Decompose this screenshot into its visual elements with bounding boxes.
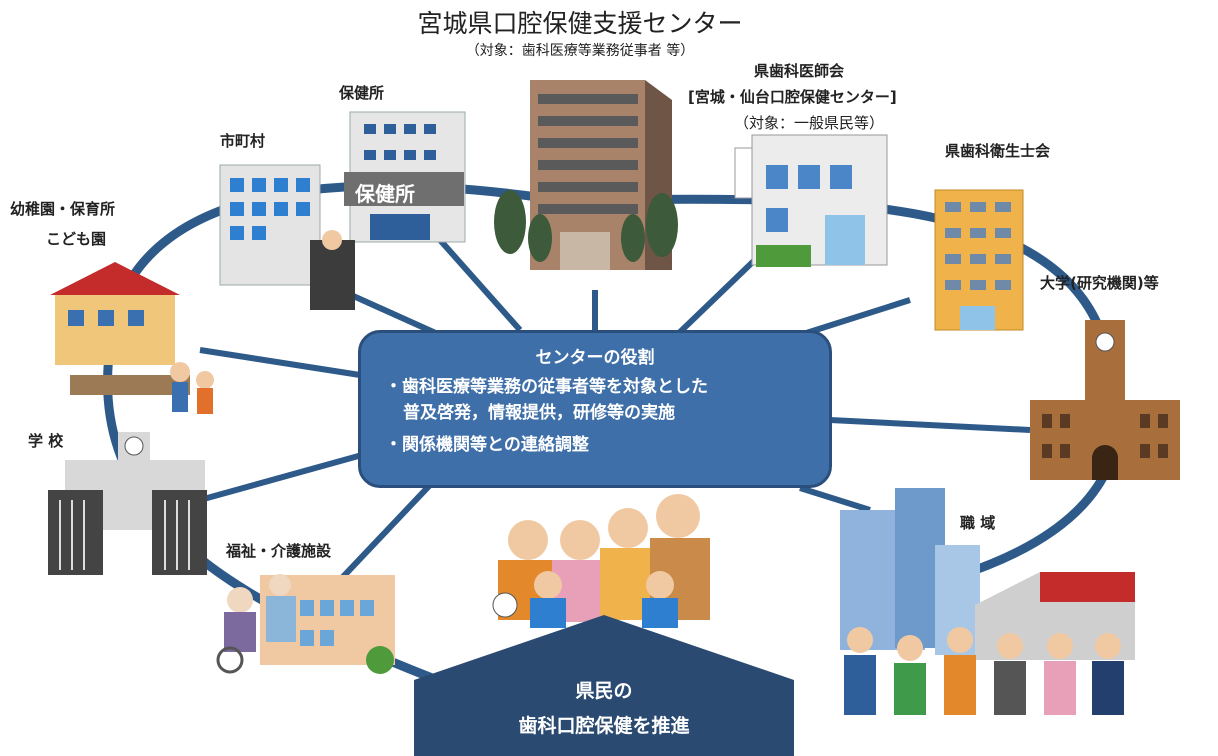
label-gakko: 学 校 bbox=[28, 432, 64, 450]
hokenjo-building bbox=[344, 111, 466, 243]
label-yochien-line2: こども園 bbox=[46, 230, 107, 248]
label-shichoson: 市町村 bbox=[220, 132, 266, 150]
school-building bbox=[48, 432, 207, 575]
spokes bbox=[199, 238, 1031, 583]
bottom-banner bbox=[414, 615, 794, 756]
center-role-heading: センターの役割 bbox=[535, 348, 655, 368]
bottom-line1: 県民の bbox=[575, 680, 633, 702]
shichoson-building bbox=[219, 164, 355, 310]
hokenjo-sign: 保健所 bbox=[355, 182, 415, 206]
center-role-box: センターの役割 ・歯科医療等業務の従事者等を対象とした 普及啓発，情報提供，研修… bbox=[358, 330, 832, 488]
label-hokenjo: 保健所 bbox=[339, 84, 385, 102]
hygienist-building bbox=[934, 189, 1024, 331]
label-shika-ishikai: 県歯科医師会 bbox=[754, 62, 845, 80]
dental-association-building bbox=[734, 134, 888, 267]
workplace-buildings bbox=[840, 488, 1135, 715]
center-building bbox=[494, 80, 678, 270]
label-daigaku: 大学(研究機関)等 bbox=[1040, 274, 1159, 292]
family-illustration bbox=[492, 494, 710, 628]
center-role-item-1-line1: ・歯科医療等業務の従事者等を対象とした bbox=[385, 377, 708, 397]
welfare-building bbox=[216, 574, 395, 674]
center-role-item-1-line2: 普及啓発，情報提供，研修等の実施 bbox=[403, 403, 675, 423]
center-role-item-2: ・関係機関等との連絡調整 bbox=[385, 432, 829, 458]
page-title: 宮城県口腔保健支援センター bbox=[417, 9, 743, 38]
center-role-item-1: ・歯科医療等業務の従事者等を対象とした 普及啓発，情報提供，研修等の実施 bbox=[385, 374, 829, 426]
label-shika-ishikai-target: （対象：一般県民等） bbox=[734, 114, 885, 132]
label-shika-ishikai-sub: [宮城・仙台口腔保健センター] bbox=[688, 88, 897, 106]
kindergarten-building bbox=[50, 262, 214, 414]
center-role-item-2-line1: ・関係機関等との連絡調整 bbox=[385, 435, 589, 455]
label-shokuiki: 職 域 bbox=[960, 514, 996, 532]
label-fukushi: 福祉・介護施設 bbox=[226, 542, 332, 560]
page-subtitle: （対象：歯科医療等業務従事者 等） bbox=[465, 43, 695, 59]
bottom-line2: 歯科口腔保健を推進 bbox=[518, 715, 690, 737]
label-yochien-line1: 幼稚園・保育所 bbox=[10, 200, 116, 218]
university-building bbox=[1030, 320, 1180, 480]
bottom-message: 県民の 歯科口腔保健を推進 bbox=[414, 658, 794, 756]
label-eiseishi: 県歯科衛生士会 bbox=[945, 142, 1051, 160]
